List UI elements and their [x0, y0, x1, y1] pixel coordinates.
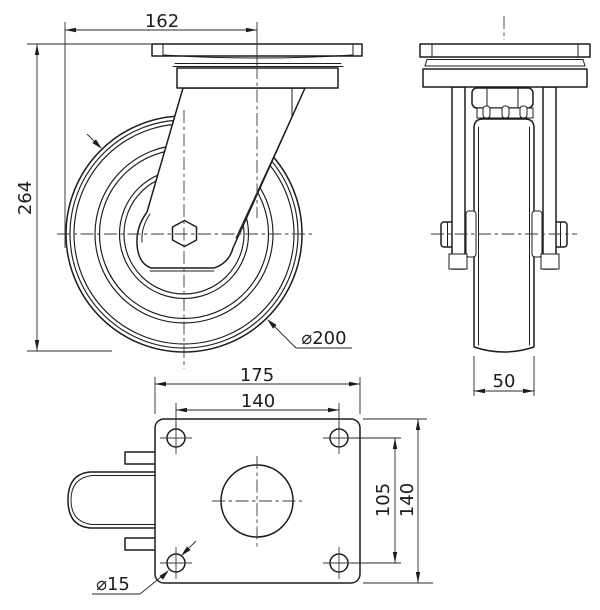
front-swivel-housing: [176, 67, 339, 89]
dim-text-105: 105: [373, 483, 394, 517]
centerlines: [57, 16, 577, 369]
dimension-swivel-offset: 162: [64, 11, 257, 248]
plan-view: [67, 418, 361, 584]
plan-wheel: [67, 471, 156, 529]
dim-text-175: 175: [240, 365, 274, 386]
dim-text-50: 50: [493, 371, 516, 392]
plan-fork-tab-top: [124, 451, 155, 465]
dimension-bolt-hole-diameter: ⌀15: [92, 540, 197, 595]
dim-text-264: 264: [15, 181, 36, 215]
dim-text-140-top: 140: [241, 391, 275, 412]
dimension-plate-length: 175: [154, 365, 361, 414]
dimension-overall-height: 264: [15, 43, 154, 352]
dimension-wheel-diameter: ⌀200: [267, 319, 352, 349]
plan-fork-tab-bottom: [124, 537, 155, 551]
plan-center-hole-centerlines: [212, 456, 302, 547]
dim-text-wheel-diameter: ⌀200: [301, 328, 346, 349]
side-fork-legs: [448, 86, 560, 270]
side-kingpin-nut: [471, 87, 534, 119]
side-swivel-housing: [422, 68, 588, 88]
plan-bolt-holes: [160, 422, 355, 579]
side-view: [419, 43, 591, 353]
dimension-bolt-spacing-length: 140: [175, 391, 340, 428]
front-view: [65, 43, 363, 353]
side-top-plate: [419, 43, 591, 88]
tire-leader-arrow: [86, 133, 102, 149]
dimension-wheel-width: 50: [473, 356, 535, 396]
dim-text-140-right: 140: [397, 483, 418, 517]
dimension-bolt-spacing-width: 105: [351, 437, 401, 564]
dim-text-hole-diameter: ⌀15: [96, 574, 130, 595]
dimension-plate-width: 140: [363, 418, 433, 584]
front-axle-hex-nut: [171, 219, 198, 248]
side-wheel: [473, 118, 535, 353]
dim-text-162: 162: [145, 11, 179, 32]
